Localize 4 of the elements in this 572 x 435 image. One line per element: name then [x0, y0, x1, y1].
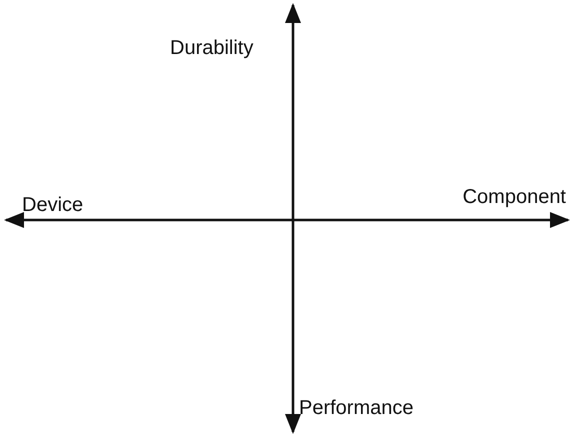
axis-label: Performance [299, 398, 414, 418]
axis-label: Component [462, 187, 566, 207]
axis-label: Device [22, 195, 84, 215]
axis-label: Durability [170, 38, 254, 58]
